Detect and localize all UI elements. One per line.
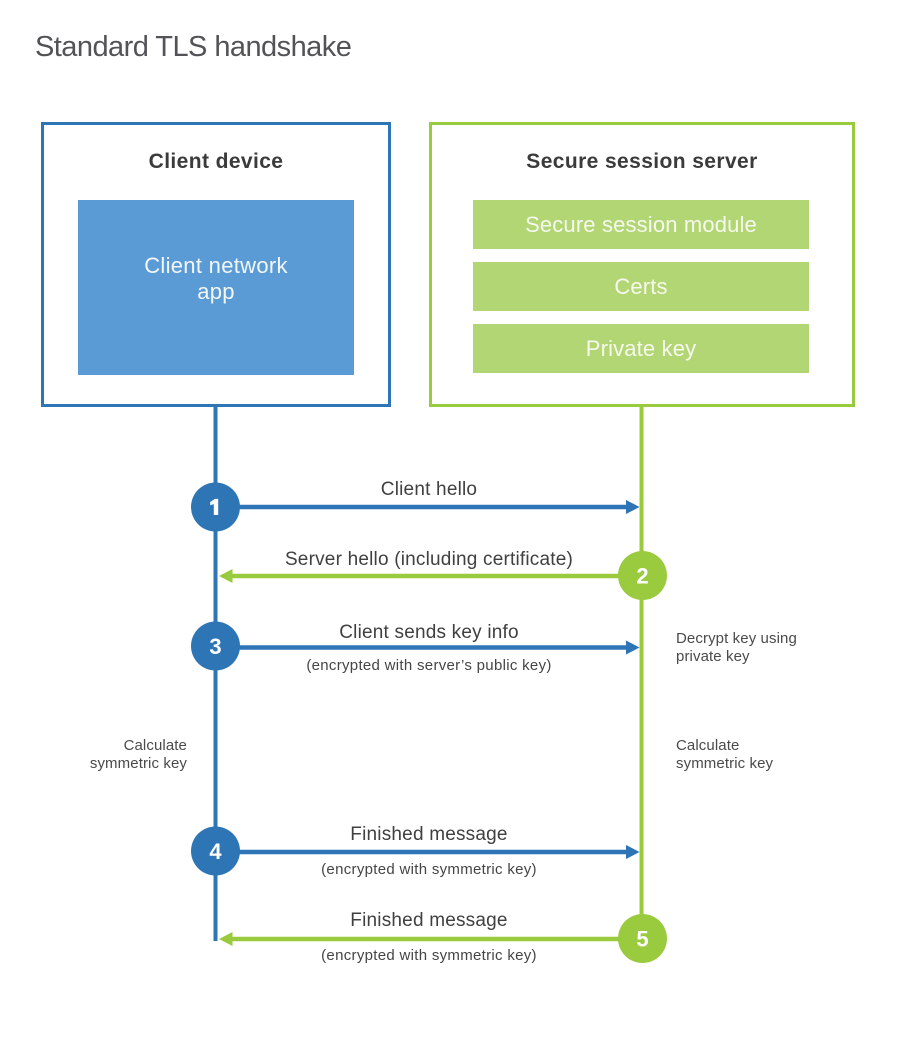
svg-text:3: 3 [209, 634, 221, 659]
svg-text:5: 5 [636, 927, 648, 952]
svg-text:4: 4 [209, 839, 222, 864]
svg-text:2: 2 [636, 564, 648, 589]
